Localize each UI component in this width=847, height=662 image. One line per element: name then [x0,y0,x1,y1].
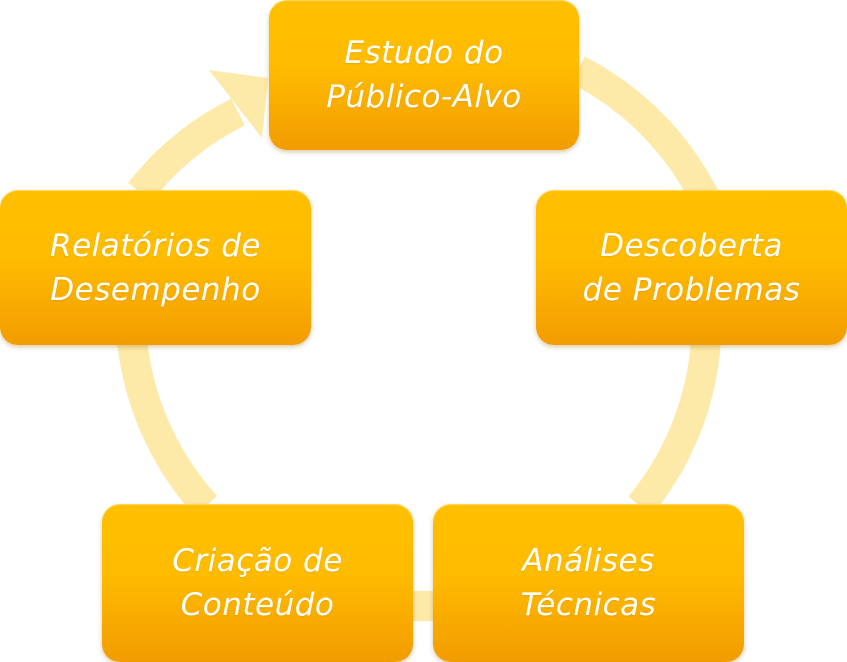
connector-top-right [571,56,720,207]
step-label: Descoberta de Problemas [582,227,801,308]
step-criacao-conteudo: Criação de Conteúdo [102,504,413,662]
cycle-arrow-head [209,70,268,138]
step-analises-tecnicas: Análises Técnicas [433,504,744,662]
connector-top-left [128,98,245,202]
step-estudo-publico-alvo: Estudo do Público-Alvo [269,0,579,150]
step-label: Estudo do Público-Alvo [326,35,522,115]
step-descoberta-problemas: Descoberta de Problemas [536,190,847,345]
step-label: Análises Técnicas [520,543,657,623]
connector-left [117,338,218,517]
step-label: Criação de Conteúdo [172,543,343,623]
connector-right [628,338,721,516]
step-label: Relatórios de Desempenho [50,227,261,308]
step-relatorios-desempenho: Relatórios de Desempenho [0,190,311,345]
